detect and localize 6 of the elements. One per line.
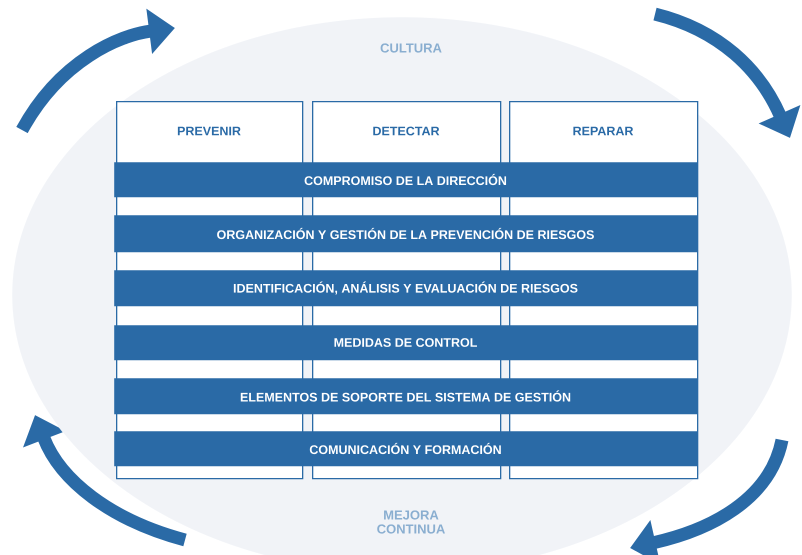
layer-band: ELEMENTOS DE SOPORTE DEL SISTEMA DE GESTIÓN: [114, 378, 698, 414]
layer-band: ORGANIZACIÓN Y GESTIÓN DE LA PREVENCIÓN DE RIESGOS: [114, 215, 698, 252]
layer-band: MEDIDAS DE CONTROL: [114, 325, 698, 360]
layer-band: COMPROMISO DE LA DIRECCIÓN: [114, 162, 698, 198]
layer-band: COMUNICACIÓN Y FORMACIÓN: [114, 431, 698, 466]
layer-band: IDENTIFICACIÓN, ANÁLISIS Y EVALUACIÓN DE RIESGOS: [114, 270, 698, 306]
